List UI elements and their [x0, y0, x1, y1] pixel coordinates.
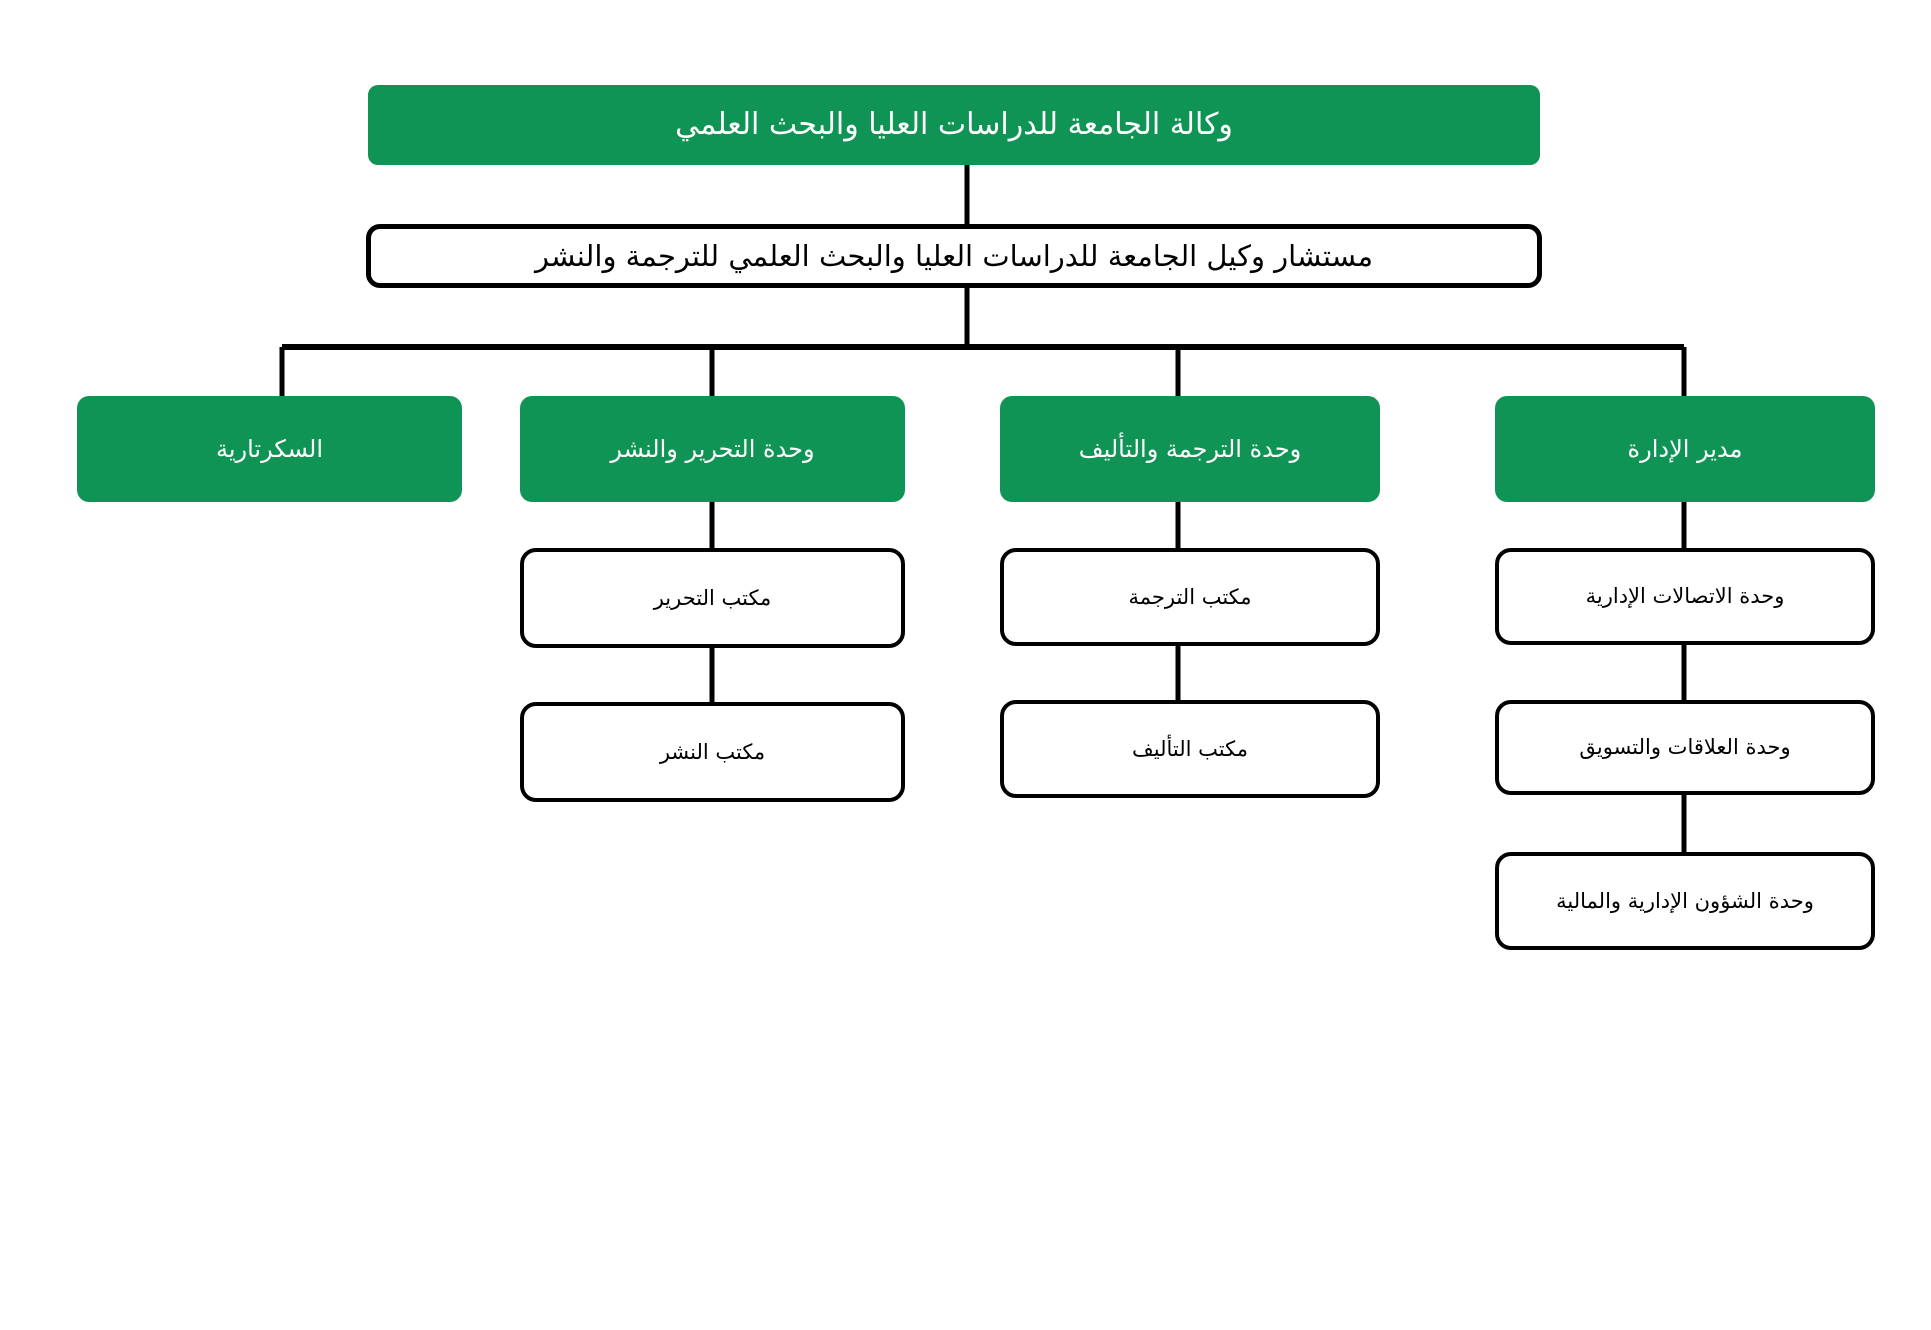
node-secretariat-label: السكرتارية — [215, 435, 323, 463]
node-admin-financial-affairs-unit[interactable]: وحدة الشؤون الإدارية والمالية — [1495, 852, 1875, 950]
node-administrative-communications-unit[interactable]: وحدة الاتصالات الإدارية — [1495, 548, 1875, 645]
node-relations-marketing-unit[interactable]: وحدة العلاقات والتسويق — [1495, 700, 1875, 795]
node-admin-financial-affairs-unit-label: وحدة الشؤون الإدارية والمالية — [1556, 888, 1814, 913]
node-editing-office[interactable]: مكتب التحرير — [520, 548, 905, 648]
node-editing-publishing-unit[interactable]: وحدة التحرير والنشر — [520, 396, 905, 502]
node-editing-publishing-unit-label: وحدة التحرير والنشر — [610, 435, 815, 463]
node-editing-office-label: مكتب التحرير — [653, 585, 772, 610]
node-administration-director[interactable]: مدير الإدارة — [1495, 396, 1875, 502]
node-translation-authoring-unit-label: وحدة الترجمة والتأليف — [1078, 435, 1302, 463]
node-authoring-office[interactable]: مكتب التأليف — [1000, 700, 1380, 798]
node-secretariat[interactable]: السكرتارية — [77, 396, 462, 502]
node-root-label: وكالة الجامعة للدراسات العليا والبحث الع… — [675, 107, 1233, 143]
node-administrative-communications-unit-label: وحدة الاتصالات الإدارية — [1585, 584, 1785, 609]
node-authoring-office-label: مكتب التأليف — [1132, 736, 1248, 761]
node-translation-office[interactable]: مكتب الترجمة — [1000, 548, 1380, 646]
node-translation-authoring-unit[interactable]: وحدة الترجمة والتأليف — [1000, 396, 1380, 502]
node-publishing-office-label: مكتب النشر — [659, 739, 766, 764]
node-relations-marketing-unit-label: وحدة العلاقات والتسويق — [1579, 735, 1791, 760]
node-advisor-label: مستشار وكيل الجامعة للدراسات العليا والب… — [534, 238, 1374, 273]
node-publishing-office[interactable]: مكتب النشر — [520, 702, 905, 802]
node-root-university-agency[interactable]: وكالة الجامعة للدراسات العليا والبحث الع… — [368, 85, 1540, 165]
node-advisor[interactable]: مستشار وكيل الجامعة للدراسات العليا والب… — [366, 224, 1542, 288]
node-translation-office-label: مكتب الترجمة — [1128, 584, 1252, 609]
node-administration-director-label: مدير الإدارة — [1627, 435, 1743, 463]
